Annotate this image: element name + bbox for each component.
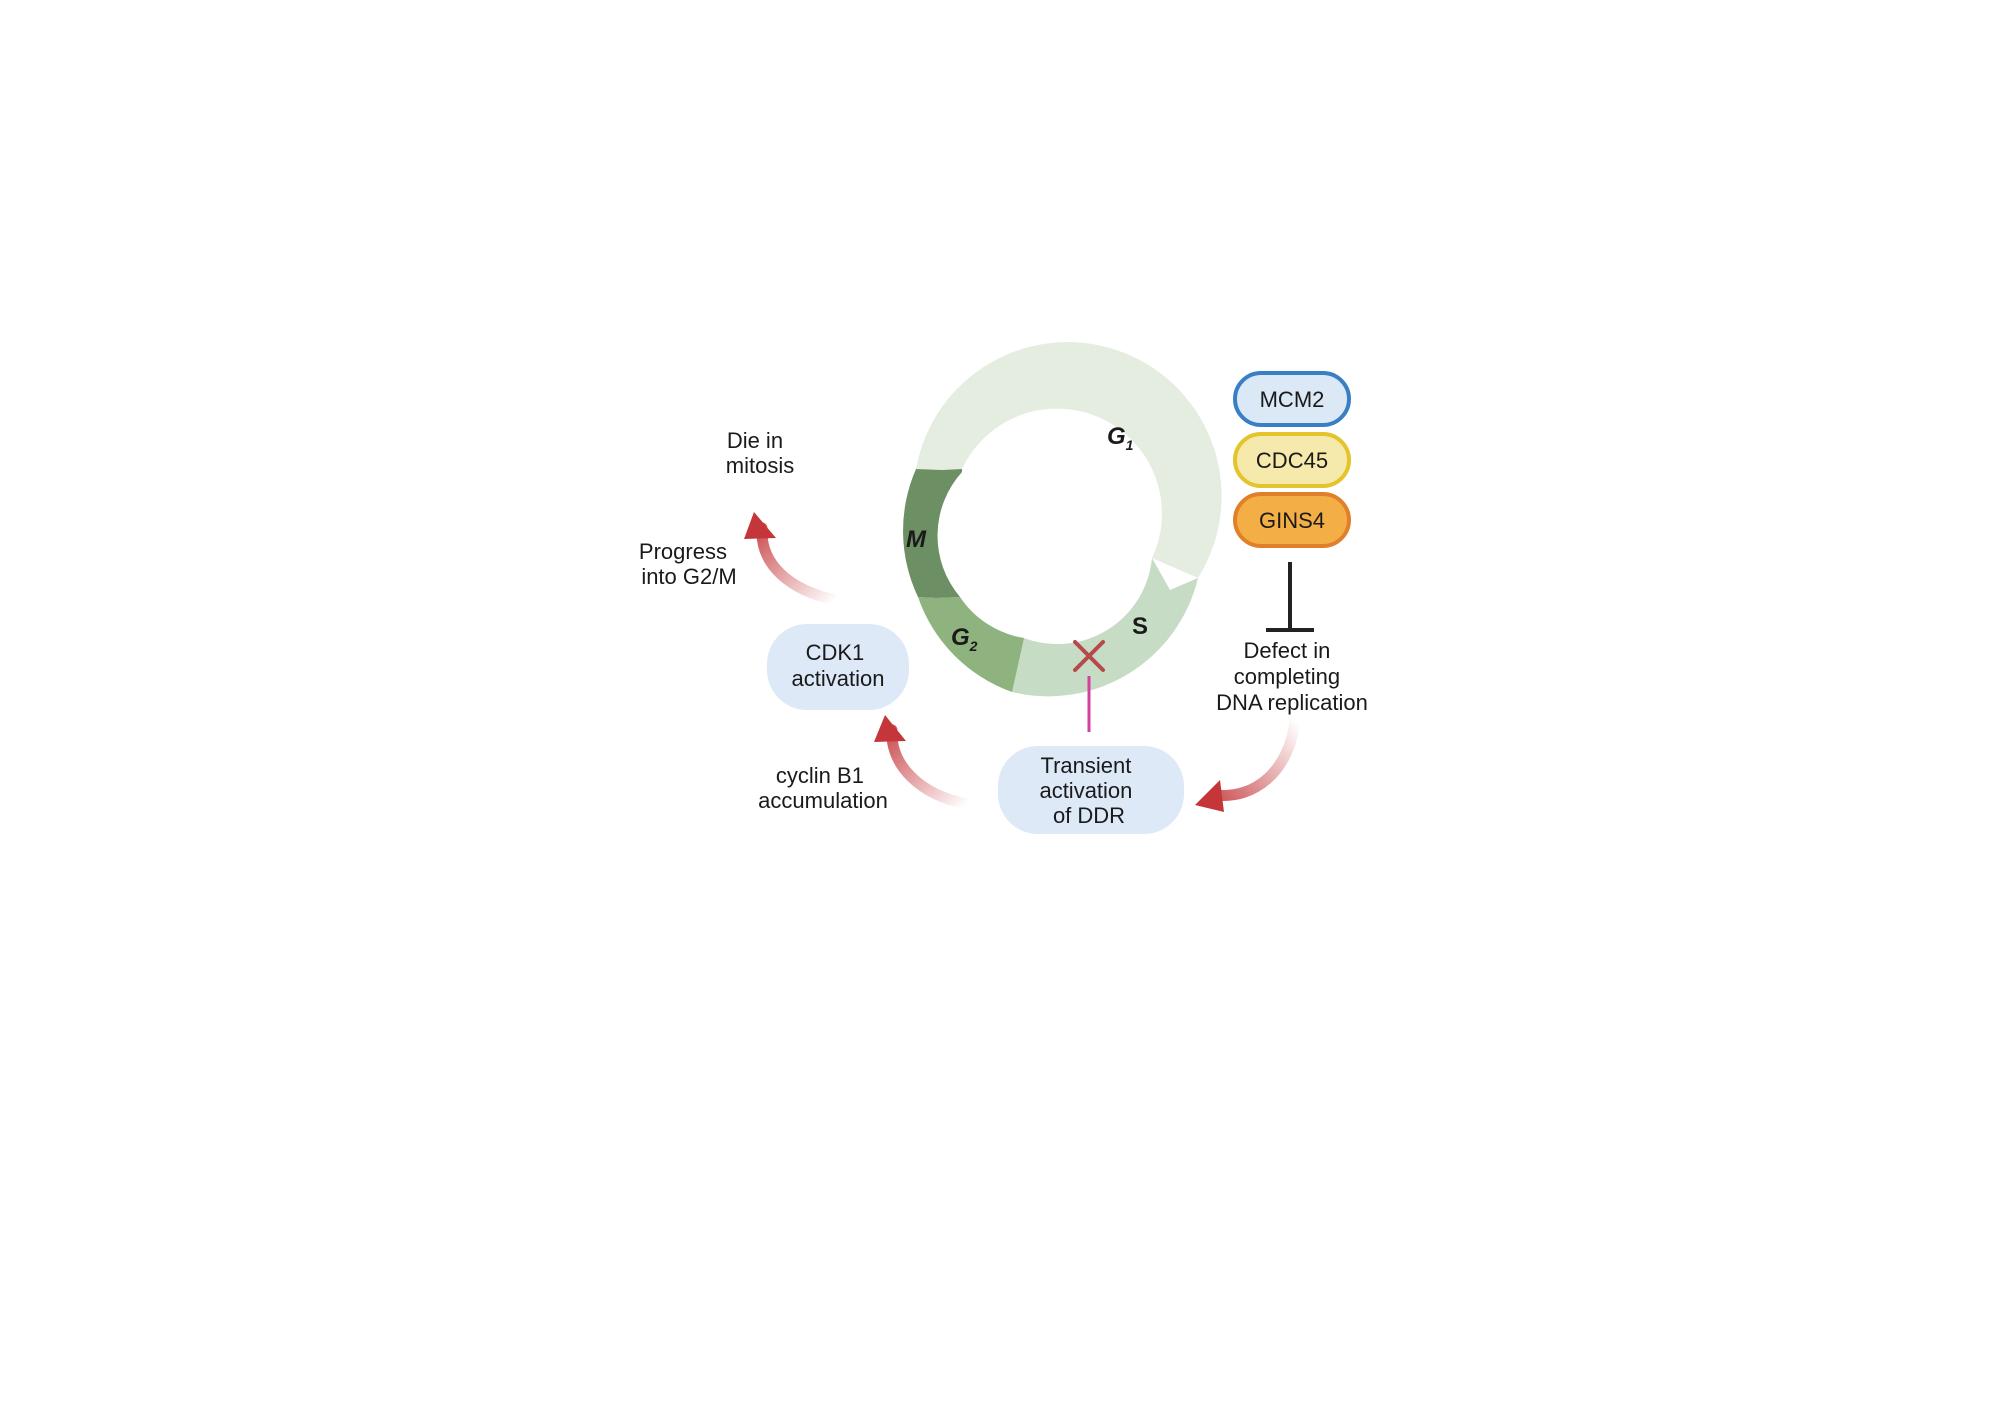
cell-cycle-ring	[903, 342, 1222, 697]
protein-gins4-badge: GINS4	[1233, 492, 1351, 548]
checkpoint-block-x-icon	[1073, 640, 1105, 672]
phase-s-segment	[1004, 558, 1198, 697]
phase-g2-segment	[918, 597, 1024, 692]
svg-text:Transient activation: Transient activation of DDR	[1039, 753, 1138, 828]
defect-label: Defect in completing DNA replication	[1216, 638, 1368, 715]
arrow-defect-to-ddr	[1195, 714, 1301, 812]
cdk1-activation-box: CDK1 activation	[767, 624, 909, 710]
arrow-ddr-to-cdk1	[874, 715, 973, 810]
phase-m-label: M	[906, 526, 927, 553]
progress-g2m-label: Progress into G2/M	[639, 539, 737, 589]
ddr-activation-box: Transient activation of DDR	[998, 746, 1184, 834]
phase-g2-label: G2	[951, 624, 978, 654]
svg-text:MCM2: MCM2	[1260, 387, 1325, 412]
phase-g1-label: G1	[1107, 423, 1134, 453]
cyclin-b1-label: cyclin B1 accumulation	[758, 763, 888, 813]
protein-cdc45-badge: CDC45	[1233, 432, 1351, 488]
phase-g1-segment	[916, 342, 1222, 578]
phase-s-label: S	[1132, 613, 1148, 640]
phase-m-segment	[903, 469, 962, 598]
svg-text:GINS4: GINS4	[1259, 508, 1325, 533]
arrow-cdk1-to-mitosis	[744, 512, 841, 606]
svg-text:CDC45: CDC45	[1256, 448, 1328, 473]
protein-mcm2-badge: MCM2	[1233, 371, 1351, 427]
svg-text:CDK1 activation: CDK1 activation	[792, 640, 885, 691]
inhibition-bar-icon	[1266, 562, 1314, 632]
die-in-mitosis-label: Die in mitosis	[726, 428, 794, 478]
